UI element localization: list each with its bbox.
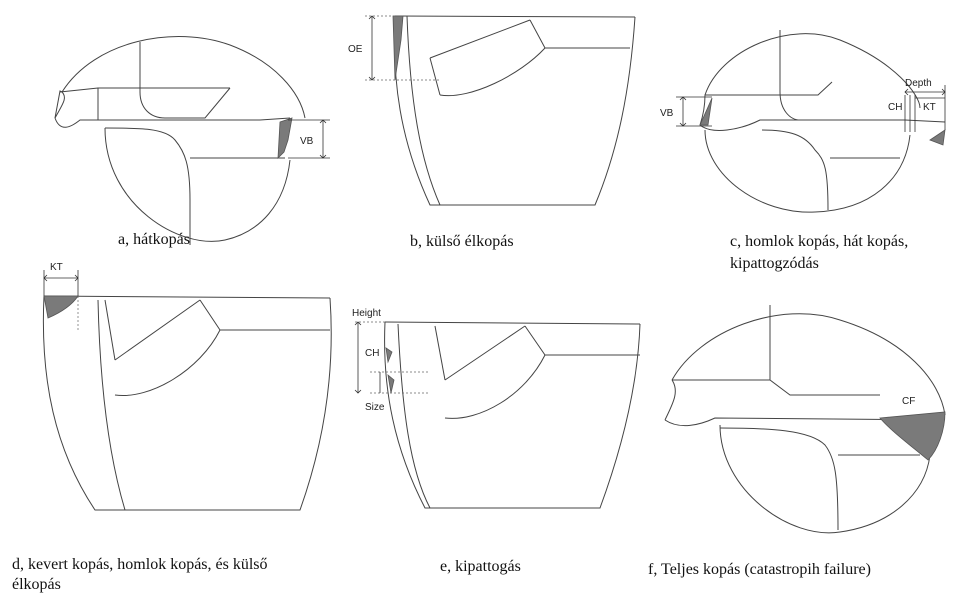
panel-d-drawing: KT: [42, 262, 332, 511]
panel-d-caption-line1: d, kevert kopás, homlok kopás, és külső: [12, 556, 268, 573]
panel-c-vb-label: VB: [660, 108, 674, 119]
panel-e-drawing: Height CH Size: [352, 308, 641, 509]
panel-e-caption: e, kipattogás: [440, 558, 521, 575]
panel-e-chip-mark-lower: [387, 374, 395, 394]
panel-d-kt-label: KT: [50, 262, 63, 273]
panel-e-ch-label: CH: [365, 348, 379, 359]
panel-a-caption: a, hátkopás: [118, 231, 190, 248]
panel-b-wear-mark: [392, 15, 404, 81]
panel-c-drawing: VB Depth CH KT: [660, 30, 946, 213]
panel-a-vb-label: VB: [300, 136, 314, 147]
panel-c-crater-wear-mark: [929, 129, 946, 146]
panel-c-depth-label: Depth: [905, 78, 932, 89]
panel-a-drawing: VB: [54, 36, 330, 245]
panel-c-flank-wear-mark: [699, 97, 713, 126]
panel-b-drawing: OE: [348, 15, 636, 206]
panel-c-caption-line2: kipattogzódás: [730, 255, 819, 272]
panel-d-wear-mark: [43, 295, 79, 319]
panel-c-kt-label: KT: [923, 102, 936, 113]
panel-f-cf-label: CF: [902, 396, 915, 407]
panel-f-failure-mark: [879, 411, 946, 461]
panel-a-wear-mark: [277, 117, 293, 160]
panel-b-caption: b, külső élkopás: [410, 233, 514, 250]
panel-e-height-label: Height: [352, 308, 381, 319]
panel-b-oe-label: OE: [348, 44, 363, 55]
panel-e-chip-mark-upper: [385, 347, 393, 364]
panel-c-caption-line1: c, homlok kopás, hát kopás,: [730, 233, 909, 250]
panel-f-drawing: CF: [664, 305, 946, 534]
panel-f-caption: f, Teljes kopás (catastropih failure): [648, 561, 871, 578]
panel-e-size-label: Size: [365, 402, 385, 413]
panel-c-ch-label: CH: [888, 102, 902, 113]
panel-d-caption-line2: élkopás: [12, 576, 61, 593]
